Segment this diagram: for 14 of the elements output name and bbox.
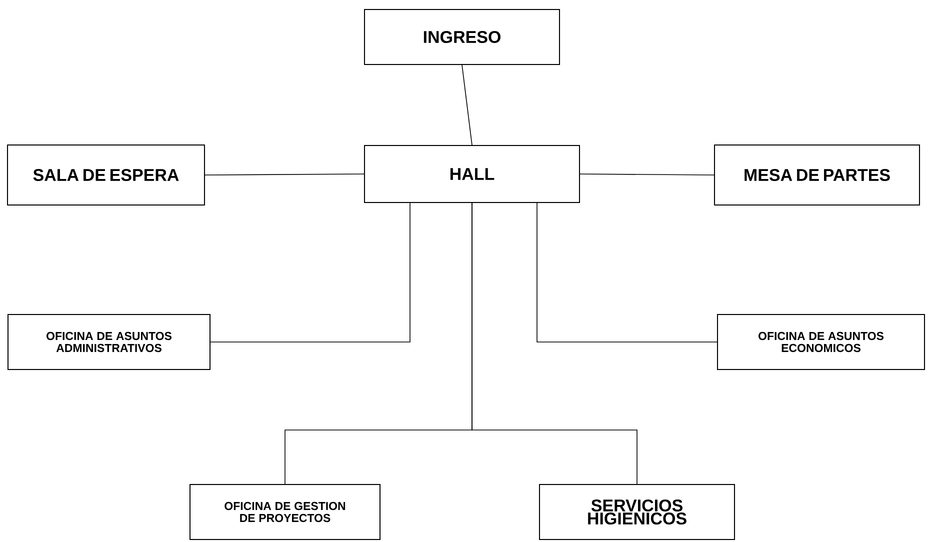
room-box: INGRESO	[364, 9, 560, 65]
connector-line	[462, 64, 472, 146]
room-box: SALA DE ESPERA	[7, 144, 205, 206]
room-box: SERVICIOS HIGIENICOS	[539, 484, 735, 540]
room-box: MESA DE PARTES	[714, 144, 920, 206]
connector-line	[536, 202, 718, 342]
room-box: HALL	[364, 145, 580, 203]
connector-line	[580, 174, 714, 176]
room-box: OFICINA DE ASUNTOS ADMINISTRATIVOS	[8, 314, 210, 370]
room-box: OFICINA DE GESTION DE PROYECTOS	[190, 484, 380, 540]
connector-line	[210, 202, 410, 342]
connector-line	[472, 202, 638, 484]
room-box: OFICINA DE ASUNTOS ECONOMICOS	[717, 314, 925, 370]
connector-line	[204, 174, 364, 176]
